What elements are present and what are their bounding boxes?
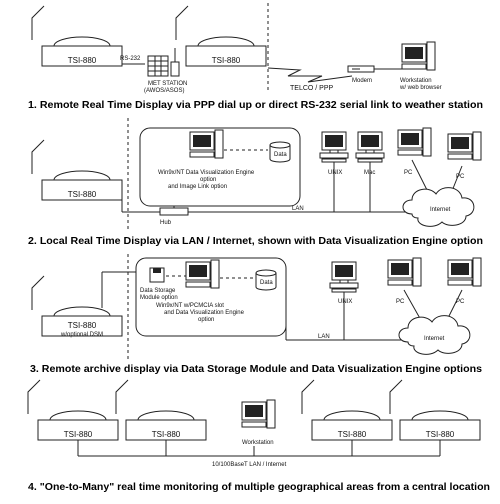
workstation-computer-icon: [241, 399, 276, 429]
pc-label: PC: [404, 170, 413, 176]
pcmcia-label: Win9x/NT w/PCMCIA slot: [156, 303, 224, 309]
floppy-disk-icon: [149, 267, 165, 283]
telco-lightning-link: [267, 67, 353, 83]
tsi-880-label: TSI-880: [64, 430, 93, 439]
section-4: TSI-880 TSI-880 TSI-880 TSI-880 Workstat…: [27, 379, 490, 493]
tsi-880-label: TSI-880: [68, 56, 97, 65]
met-station-icon: [147, 48, 180, 77]
dve-workstation-icon: [189, 129, 224, 159]
caption-4: 4. "One-to-Many" real time monitoring of…: [28, 482, 490, 493]
pc-computer-icon: [397, 127, 432, 157]
dve-option-label: option: [200, 177, 216, 183]
hub-icon: [159, 207, 189, 216]
workstation-computer-icon: [401, 41, 436, 71]
unix-label: UNIX: [328, 170, 342, 176]
modem-label: Modem: [352, 78, 372, 84]
tsi-880-label: TSI-880: [212, 56, 241, 65]
tsi-880-label: TSI-880: [68, 190, 97, 199]
archive-workstation-frame: [135, 257, 287, 337]
telco-label: TELCO / PPP: [290, 85, 334, 92]
dve-label: Win9x/NT Data Visualization Engine: [158, 170, 255, 176]
caption-3: 3. Remote archive display via Data Stora…: [30, 364, 482, 375]
internet-cloud: [398, 315, 471, 355]
met-station-label: MET STATION: [148, 81, 187, 87]
data-label: Data: [274, 152, 287, 158]
dsm-label: Data Storage: [140, 288, 176, 294]
workstation-label: Workstation: [400, 78, 432, 84]
pc-label: PC: [456, 174, 465, 180]
local-workstation-frame: [139, 127, 301, 207]
pc-label: PC: [396, 299, 405, 305]
unix-computer-icon: [319, 131, 349, 163]
section-2: TSI-880 Data Win9x/NT Data Visualization…: [28, 118, 483, 247]
tsi-880-label: TSI-880: [426, 430, 455, 439]
pc-computer-icon: [387, 257, 422, 287]
internet-label: Internet: [424, 336, 445, 342]
section-1: TSI-880 RS-232 MET STATION (AWOS/ASOS) T…: [28, 3, 483, 111]
pc-computer-icon: [447, 257, 482, 287]
pcmcia-dve-label: and Data Visualization Engine: [164, 310, 245, 316]
pcmcia-option-label: option: [198, 317, 214, 323]
caption-2: 2. Local Real Time Display via LAN / Int…: [28, 236, 483, 247]
tsi-880-label: TSI-880: [68, 321, 97, 330]
pc-label: PC: [456, 299, 465, 305]
unix-computer-icon: [329, 261, 359, 293]
workstation-label: Workstation: [242, 440, 274, 446]
unix-label: UNIX: [338, 299, 352, 305]
modem-icon: [347, 65, 375, 73]
dsm-option-label: Module option: [140, 295, 178, 301]
tsi-880-label: TSI-880: [152, 430, 181, 439]
lan-label: LAN: [318, 334, 330, 340]
section-3: TSI-880 w/optional DSM Data Storage Modu…: [30, 254, 482, 375]
pcmcia-workstation-icon: [185, 259, 220, 289]
tenbase-label: 10/100BaseT LAN / Internet: [212, 462, 287, 468]
hub-label: Hub: [160, 220, 172, 226]
image-link-label: and Image Link option: [168, 184, 227, 190]
rs232-label: RS-232: [120, 56, 141, 62]
caption-1: 1. Remote Real Time Display via PPP dial…: [28, 100, 483, 111]
tsi-880-label: TSI-880: [338, 430, 367, 439]
web-browser-label: w/ web browser: [399, 85, 442, 91]
internet-label: Internet: [430, 207, 451, 213]
data-label: Data: [260, 280, 273, 286]
optional-dsm-label: w/optional DSM: [60, 332, 103, 338]
lan-label: LAN: [292, 206, 304, 212]
pc-computer-icon: [447, 131, 482, 161]
met-station-sub-label: (AWOS/ASOS): [144, 88, 184, 94]
mac-computer-icon: [355, 131, 385, 163]
